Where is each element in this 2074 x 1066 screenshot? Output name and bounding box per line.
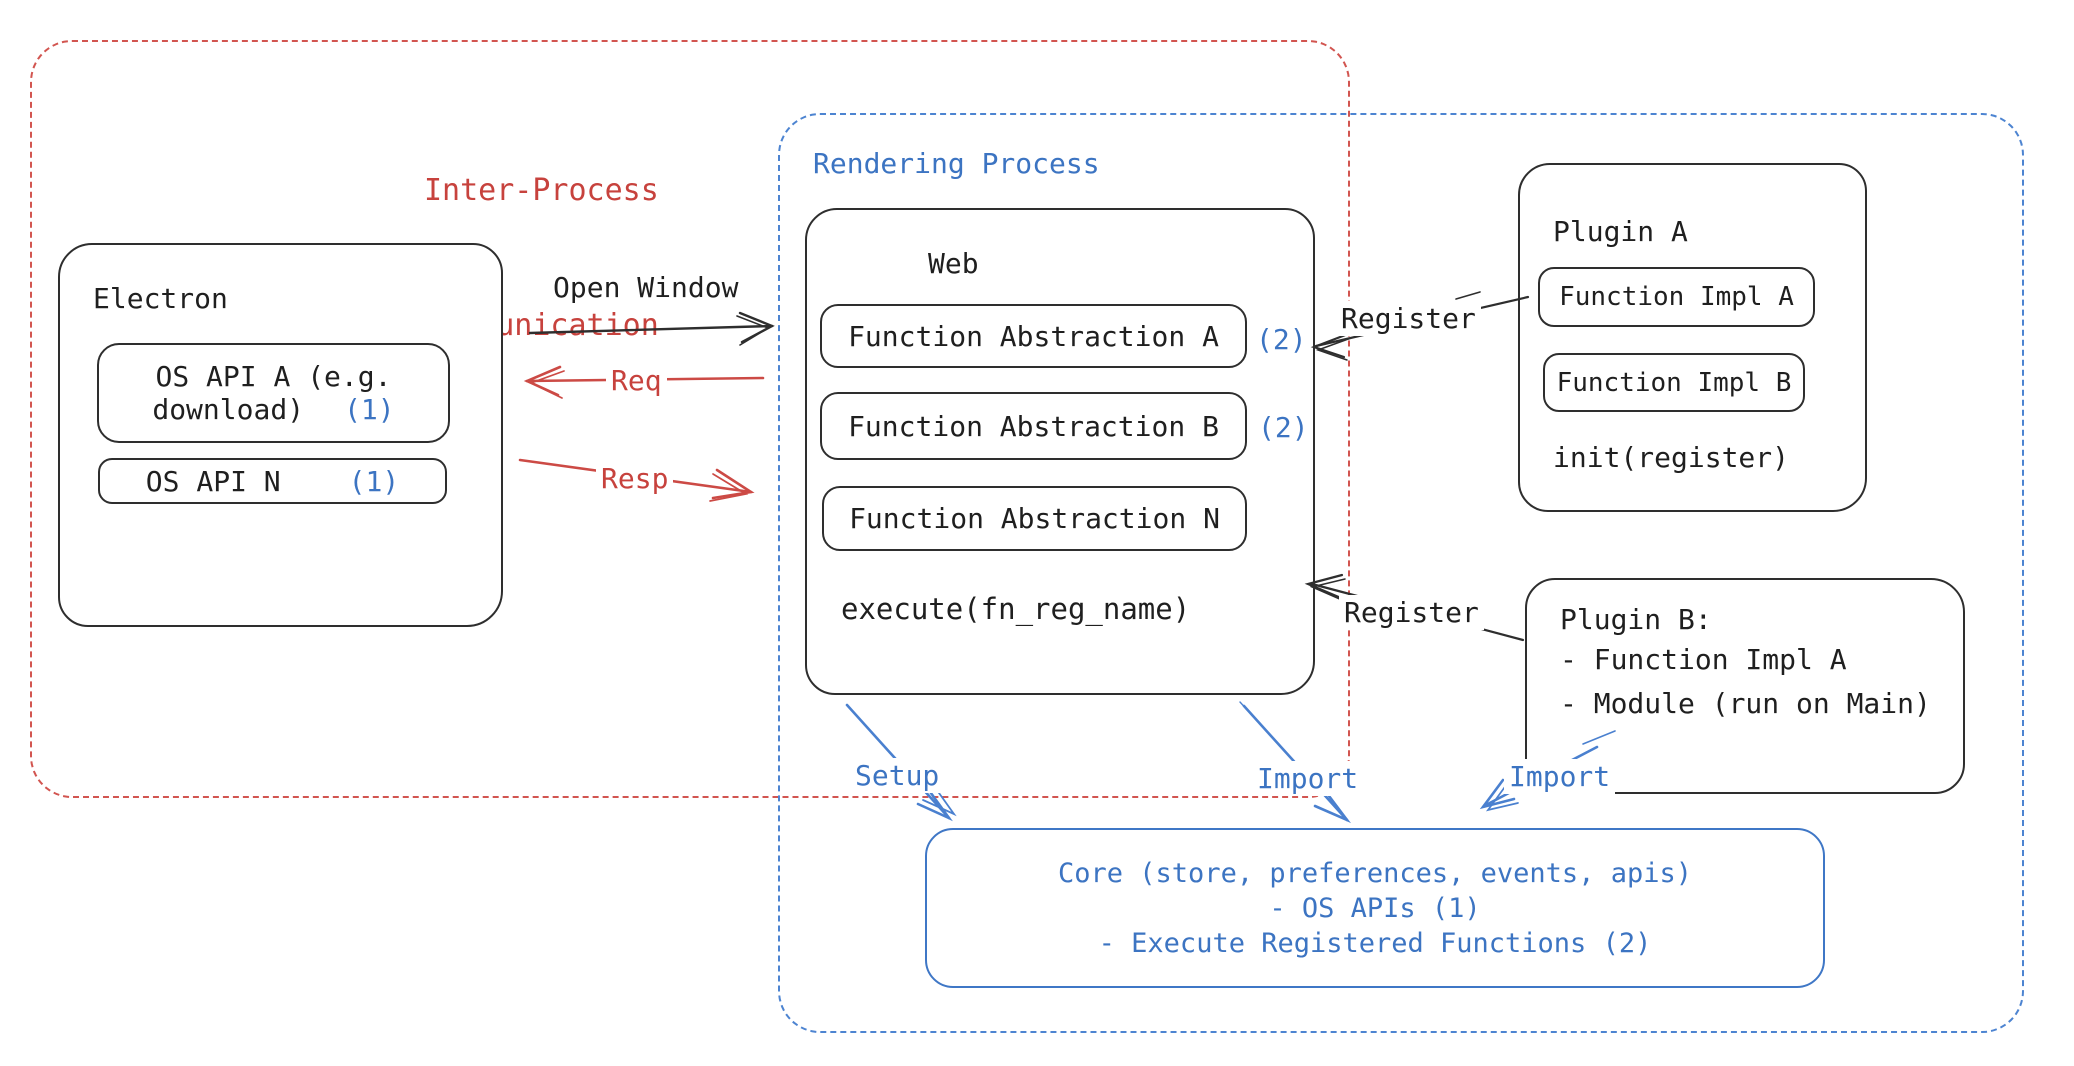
core-line-1: Core (store, preferences, events, apis) <box>1058 857 1692 889</box>
core-line-3: - Execute Registered Functions (2) <box>1098 927 1652 959</box>
function-abstraction-a-node: Function Abstraction A <box>820 304 1247 368</box>
plugin-a-title: Plugin A <box>1553 215 1688 248</box>
core-line-2: - OS APIs (1) <box>1269 892 1481 924</box>
function-abstraction-n-label: Function Abstraction N <box>849 502 1220 535</box>
function-abstraction-n-node: Function Abstraction N <box>822 486 1247 551</box>
os-api-a-badge: (1) <box>344 393 395 426</box>
function-impl-a-node: Function Impl A <box>1538 267 1815 327</box>
electron-title: Electron <box>93 282 228 315</box>
setup-label: Setup <box>850 758 945 793</box>
plugin-b-item-1: - Function Impl A <box>1560 643 1847 676</box>
os-api-n-badge: (1) <box>348 464 400 498</box>
execute-label: execute(fn_reg_name) <box>841 592 1191 626</box>
function-abstraction-b-badge: (2) <box>1258 411 1309 444</box>
resp-label: Resp <box>596 461 674 496</box>
function-impl-b-label: Function Impl B <box>1556 367 1792 398</box>
register-a-label: Register <box>1336 301 1481 336</box>
ipc-boundary <box>30 40 1350 798</box>
os-api-n-node: OS API N (1) <box>98 458 447 504</box>
function-abstraction-b-node: Function Abstraction B <box>820 392 1247 460</box>
os-api-n-label: OS API N <box>145 464 281 498</box>
os-api-a-node: OS API A (e.g. download) (1) <box>97 343 450 443</box>
init-register-label: init(register) <box>1553 441 1790 474</box>
web-title: Web <box>928 247 979 280</box>
function-abstraction-b-label: Function Abstraction B <box>848 409 1219 443</box>
req-label: Req <box>606 363 667 398</box>
rendering-process-boundary <box>778 113 2024 1033</box>
function-abstraction-a-label: Function Abstraction A <box>848 319 1219 353</box>
import-web-label: Import <box>1252 761 1364 796</box>
plugin-b-title: Plugin B: <box>1560 603 1712 636</box>
plugin-b-item-2: - Module (run on Main) <box>1560 687 1931 720</box>
os-api-a-line1: OS API A (e.g. <box>155 360 392 393</box>
os-api-a-line2: download) <box>152 393 305 426</box>
plugin-b-node <box>1525 578 1965 794</box>
import-plugin-label: Import <box>1504 759 1616 794</box>
core-node: Core (store, preferences, events, apis) … <box>925 828 1825 988</box>
plugin-a-node <box>1518 163 1867 512</box>
function-impl-b-node: Function Impl B <box>1543 353 1805 412</box>
ipc-label-line1: Inter-Process <box>424 173 659 208</box>
rendering-process-label: Rendering Process <box>813 147 1100 180</box>
function-impl-a-label: Function Impl A <box>1559 282 1794 312</box>
open-window-label: Open Window <box>553 271 739 304</box>
function-abstraction-a-badge: (2) <box>1256 323 1307 356</box>
register-b-label: Register <box>1339 595 1484 630</box>
